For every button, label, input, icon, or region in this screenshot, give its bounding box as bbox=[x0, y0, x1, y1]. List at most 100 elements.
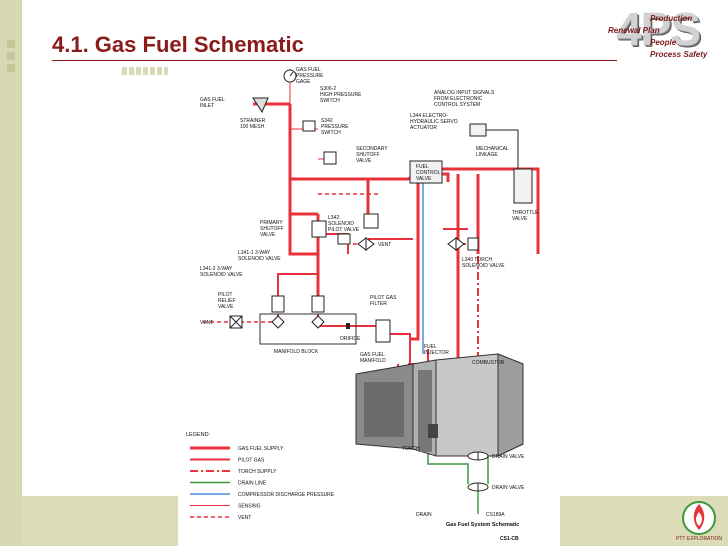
fuel-control-valve-icon bbox=[409, 160, 443, 184]
label-primary-2: SHUTOFF bbox=[260, 226, 284, 232]
legend-label: DRAIN LINE bbox=[238, 481, 267, 487]
label-s342-3: SWITCH bbox=[321, 130, 341, 136]
label-inlet-2: INLET bbox=[200, 103, 214, 109]
label-s306-3: SWITCH bbox=[320, 98, 340, 104]
figure-caption: Gas Fuel System Schematic bbox=[446, 522, 519, 528]
label-orifice: ORIFICE bbox=[340, 336, 361, 342]
label-secondary-2: SHUTOFF bbox=[356, 152, 380, 158]
manifold-block-outline bbox=[259, 313, 357, 345]
legend-label: VENT bbox=[238, 515, 251, 521]
legend-label: GAS FUEL SUPPLY bbox=[238, 446, 284, 452]
label-relief-3: VALVE bbox=[218, 304, 234, 310]
label-l341-1-b: SOLENOID VALVE bbox=[238, 256, 281, 262]
gage-needle bbox=[289, 71, 294, 77]
label-l342-2: SOLENOID bbox=[328, 221, 354, 227]
label-secondary-3: VALVE bbox=[356, 158, 372, 164]
legend-label: SENSING bbox=[238, 504, 261, 510]
label-combustor: COMBUSTOR bbox=[472, 360, 505, 366]
label-filter-1: PILOT GAS bbox=[370, 295, 397, 301]
logo-line-people: People bbox=[650, 38, 677, 47]
label-throttle-1: THROTTLE bbox=[512, 210, 539, 216]
label-secondary-1: SECONDARY bbox=[356, 146, 388, 152]
l341-2-solenoid-icon bbox=[271, 295, 285, 313]
drain-valve-2-icon bbox=[467, 482, 489, 492]
label-vent-mid: VENT bbox=[378, 242, 391, 248]
three-way-valve-left bbox=[271, 315, 285, 329]
orifice-icon bbox=[346, 323, 350, 329]
pressure-switch-icon bbox=[323, 151, 337, 165]
label-l341-2-b: SOLENOID VALVE bbox=[200, 272, 243, 278]
title-dots bbox=[122, 67, 168, 75]
label-relief-1: PILOT bbox=[218, 292, 232, 298]
label-gage-1: GAS FUEL bbox=[296, 67, 321, 73]
label-gage-3: GAGE bbox=[296, 79, 311, 85]
label-l340-1: L340 TORCH bbox=[462, 257, 492, 263]
label-l344-3: ACTUATOR bbox=[410, 125, 437, 131]
left-decor-stripe bbox=[0, 0, 22, 546]
label-fcv-2: CONTROL bbox=[416, 170, 441, 176]
diagram-labels: GAS FUEL PRESSURE GAGE GAS FUEL INLET ST… bbox=[200, 67, 539, 518]
label-linkage-2: LINKAGE bbox=[476, 152, 498, 158]
stripe-square bbox=[7, 64, 15, 72]
label-strainer-1: STRAINER bbox=[240, 118, 266, 124]
stripe-square bbox=[7, 52, 15, 60]
strainer-icon bbox=[252, 97, 269, 114]
l342-pilot-valve-icon bbox=[337, 233, 351, 245]
legend-label: COMPRESSOR DISCHARGE PRESSURE bbox=[238, 492, 335, 498]
label-s306-1: S306-2 bbox=[320, 86, 336, 92]
vent-valve-icon bbox=[357, 237, 375, 251]
legend-title: LEGEND: bbox=[186, 432, 211, 438]
label-drain: DRAIN bbox=[416, 512, 432, 518]
label-l341-2-a: L341-2 3-WAY bbox=[200, 266, 233, 272]
flame-logo-icon bbox=[682, 501, 716, 535]
label-torch: TORCH bbox=[402, 446, 420, 452]
logo-line-production: Production bbox=[650, 14, 693, 23]
label-code: CS189A bbox=[486, 512, 505, 518]
label-primary-3: VALVE bbox=[260, 232, 276, 238]
label-l341-1-a: L341-1 3-WAY bbox=[238, 250, 271, 256]
label-strainer-2: 100 MESH bbox=[240, 124, 265, 130]
label-analog-3: CONTROL SYSTEM bbox=[434, 102, 480, 108]
torch-icon bbox=[428, 424, 438, 438]
figure-ref: CS1-CB bbox=[500, 536, 519, 542]
label-l340-2: SOLENOID VALVE bbox=[462, 263, 505, 269]
three-way-valve-right bbox=[311, 315, 325, 329]
label-gage-2: PRESSURE bbox=[296, 73, 324, 79]
servo-actuator-icon bbox=[469, 123, 487, 137]
legend: LEGEND: GAS FUEL SUPPLY PILOT GAS TORCH SU… bbox=[186, 432, 335, 521]
logo-line-renewal: Renewal Plan bbox=[608, 26, 660, 35]
label-inlet-1: GAS FUEL bbox=[200, 97, 225, 103]
logo-line-process: Process Safety bbox=[650, 50, 708, 59]
label-linkage-1: MECHANICAL bbox=[476, 146, 509, 152]
label-manifold-1: GAS FUEL bbox=[360, 352, 385, 358]
gas-fuel-schematic-diagram: GAS FUEL PRESSURE GAGE GAS FUEL INLET ST… bbox=[178, 64, 560, 546]
throttle-valve-icon bbox=[513, 168, 533, 204]
label-s342-2: PRESSURE bbox=[321, 124, 349, 130]
legend-items: GAS FUEL SUPPLY PILOT GAS TORCH SUPPLY DRAI… bbox=[190, 446, 335, 521]
label-drain-valve-2: DRAIN VALVE bbox=[492, 485, 525, 491]
label-throttle-2: VALVE bbox=[512, 216, 528, 222]
label-l342-3: PILOT VALVE bbox=[328, 227, 360, 233]
ptt-corner-logo bbox=[676, 498, 722, 544]
label-l344-2: HYDRAULIC SERVO bbox=[410, 119, 458, 125]
label-vent-left: VENT bbox=[200, 320, 213, 326]
l340-torch-valve-icon bbox=[447, 237, 465, 251]
label-l344-1: L344 ELECTRO- bbox=[410, 113, 448, 119]
combustor-turbine-illustration bbox=[355, 353, 524, 457]
title-underline bbox=[52, 60, 617, 61]
label-primary-1: PRIMARY bbox=[260, 220, 283, 226]
label-s306-2: HIGH PRESSURE bbox=[320, 92, 362, 98]
label-injector-2: INJECTOR bbox=[424, 350, 449, 356]
legend-label: TORCH SUPPLY bbox=[238, 469, 277, 475]
label-fcv-3: VALVE bbox=[416, 176, 432, 182]
high-pressure-switch-icon bbox=[302, 120, 316, 132]
label-manifold-2: MANIFOLD bbox=[360, 358, 386, 364]
corner-logo-caption: PTT EXPLORATION bbox=[676, 536, 722, 542]
label-drain-valve-1: DRAIN VALVE bbox=[492, 454, 525, 460]
4ps-logo: 4PS Production Renewal Plan People Proce… bbox=[608, 2, 728, 64]
slide-title: 4.1. Gas Fuel Schematic bbox=[52, 32, 304, 57]
label-filter-2: FILTER bbox=[370, 301, 387, 307]
label-l342-1: L342 bbox=[328, 215, 339, 221]
label-analog-1: ANALOG INPUT SIGNALS bbox=[434, 90, 495, 96]
legend-label: PILOT GAS bbox=[238, 458, 265, 464]
